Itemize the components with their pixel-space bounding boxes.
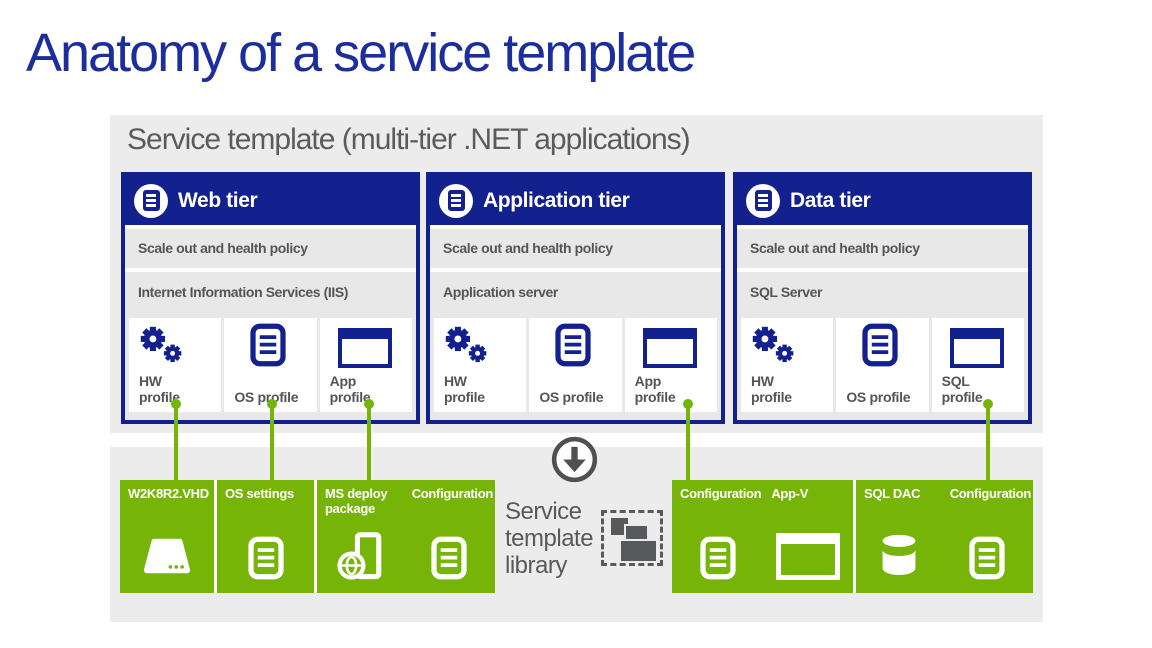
profile-label: OS profile: [539, 389, 604, 405]
data-sql-profile-card: SQL profile: [931, 318, 1024, 412]
connector-app-deploy: [364, 399, 374, 482]
web-hw-profile-card: HW profile: [129, 318, 222, 412]
artifact-label: W2K8R2.VHD: [128, 486, 209, 501]
document-list-icon: [439, 183, 473, 218]
tier-web-title: Web tier: [178, 188, 258, 212]
artifact-ms-deploy: MS deploy package: [317, 480, 404, 593]
connector-app-config: [683, 399, 693, 482]
app-server-label: Application server: [443, 284, 558, 300]
tier-web-header: Web tier: [125, 176, 416, 225]
tier-application: Application tier Scale out and health po…: [426, 172, 725, 424]
library-label: Service template library: [505, 498, 594, 579]
panel-title: Service template (multi-tier .NET applic…: [127, 123, 691, 156]
artifact-web-configuration: Configuration: [404, 480, 495, 593]
data-artifacts-cell: SQL DAC Configuration: [856, 480, 1033, 593]
document-list-icon: [862, 322, 898, 368]
web-app-profile-card: App profile: [319, 318, 412, 412]
gears-icon: [442, 324, 492, 366]
data-server-label: SQL Server: [750, 284, 823, 300]
profile-label: OS profile: [234, 389, 299, 405]
document-list-icon: [250, 322, 286, 368]
profile-label: SQL profile: [941, 373, 983, 405]
document-list-icon: [134, 183, 168, 218]
artifact-label: SQL DAC: [864, 486, 921, 501]
artifact-label: OS settings: [225, 486, 294, 501]
profile-label: HW profile: [444, 373, 485, 405]
service-template-panel: Service template (multi-tier .NET applic…: [110, 115, 1043, 433]
tier-data: Data tier Scale out and health policy SQ…: [733, 172, 1032, 424]
artifact-sql-dac: SQL DAC: [856, 480, 942, 593]
gears-icon: [137, 324, 187, 366]
connector-sql-config: [983, 399, 993, 482]
profile-label: OS profile: [846, 389, 911, 405]
document-list-icon: [746, 183, 780, 218]
window-icon: [949, 328, 1004, 368]
tier-data-header: Data tier: [737, 176, 1028, 225]
artifact-vhd: W2K8R2.VHD: [120, 480, 214, 593]
artifact-label: Configuration: [411, 486, 494, 501]
artifact-appv: App-V: [763, 480, 853, 593]
web-policy-row: Scale out and health policy: [125, 229, 416, 268]
tier-data-title: Data tier: [790, 188, 871, 212]
window-icon: [337, 328, 392, 368]
artifact-app-configuration: Configuration: [672, 480, 763, 593]
web-os-profile-card: OS profile: [224, 318, 317, 412]
app-artifacts-cell: Configuration App-V: [672, 480, 853, 593]
app-os-profile-card: OS profile: [529, 318, 622, 412]
window-icon: [642, 328, 697, 368]
app-app-profile-card: App profile: [624, 318, 717, 412]
artifact-label: App-V: [771, 486, 809, 501]
page-title: Anatomy of a service template: [26, 23, 696, 83]
data-os-profile-card: OS profile: [836, 318, 929, 412]
tier-application-title: Application tier: [483, 188, 630, 212]
disk-icon: [141, 535, 193, 577]
profile-label: App profile: [329, 373, 371, 405]
artifact-label: Configuration: [949, 486, 1032, 501]
document-list-icon: [969, 536, 1005, 580]
connector-hw-vhd: [171, 399, 181, 482]
stacked-windows-icon: [601, 510, 663, 566]
app-server-section: Application server HW profile OS profile…: [430, 272, 721, 420]
artifact-label: Configuration: [680, 486, 762, 501]
gears-icon: [749, 324, 799, 366]
globe-server-icon: [337, 532, 383, 582]
database-icon: [880, 533, 918, 579]
window-icon: [776, 533, 841, 580]
down-arrow-circle-icon: [551, 436, 598, 483]
app-hw-profile-card: HW profile: [434, 318, 527, 412]
artifact-deploy-cell: MS deploy package Configuration: [317, 480, 495, 593]
document-list-icon: [700, 536, 736, 580]
profile-label: HW profile: [751, 373, 792, 405]
web-server-label: Internet Information Services (IIS): [138, 284, 349, 300]
data-policy-row: Scale out and health policy: [737, 229, 1028, 268]
tier-application-header: Application tier: [430, 176, 721, 225]
web-server-section: Internet Information Services (IIS) HW p…: [125, 272, 416, 420]
data-hw-profile-card: HW profile: [741, 318, 834, 412]
data-server-section: SQL Server HW profile OS profile SQL pro…: [737, 272, 1028, 420]
artifact-os-settings: OS settings: [217, 480, 314, 593]
app-policy-row: Scale out and health policy: [430, 229, 721, 268]
document-list-icon: [248, 536, 284, 580]
app-data-artifacts-box: Configuration App-V SQL DAC Configuratio…: [672, 480, 1033, 593]
web-artifacts-box: W2K8R2.VHD OS settings MS deploy package…: [120, 480, 495, 593]
profile-label: App profile: [634, 373, 676, 405]
artifact-label: MS deploy package: [325, 486, 388, 516]
artifact-sql-configuration: Configuration: [942, 480, 1033, 593]
document-list-icon: [431, 536, 467, 580]
profile-label: HW profile: [139, 373, 180, 405]
tier-web: Web tier Scale out and health policy Int…: [121, 172, 420, 424]
document-list-icon: [555, 322, 591, 368]
connector-os-settings: [267, 399, 277, 482]
